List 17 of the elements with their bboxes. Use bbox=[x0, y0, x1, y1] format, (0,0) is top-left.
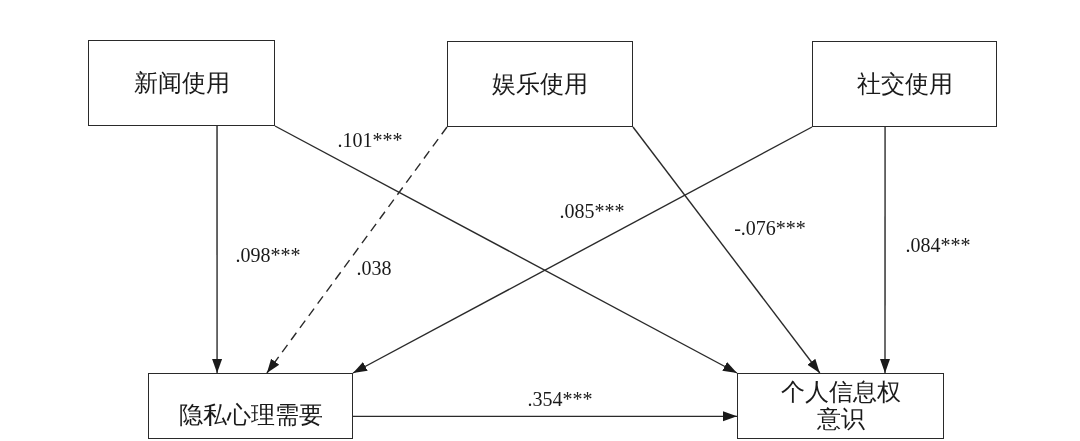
variable-box bbox=[447, 41, 633, 127]
variable-label: 社交使用 bbox=[856, 70, 953, 98]
variable-label: 个人信息权意识 bbox=[779, 379, 902, 433]
arrow bbox=[274, 125, 738, 374]
variable-box bbox=[148, 373, 353, 439]
arrow bbox=[212, 125, 223, 374]
dashed-arrow bbox=[266, 126, 448, 374]
variable-box bbox=[812, 41, 997, 127]
variable-box bbox=[88, 40, 275, 126]
variable-label: 隐私心理需要 bbox=[178, 402, 323, 429]
arrow bbox=[352, 411, 738, 422]
variable-label: 娱乐使用 bbox=[492, 70, 588, 98]
variable-box bbox=[737, 373, 944, 439]
variable-label: 新闻使用 bbox=[133, 69, 230, 97]
arrow bbox=[632, 126, 821, 374]
arrow bbox=[352, 126, 813, 374]
arrow bbox=[880, 126, 890, 374]
